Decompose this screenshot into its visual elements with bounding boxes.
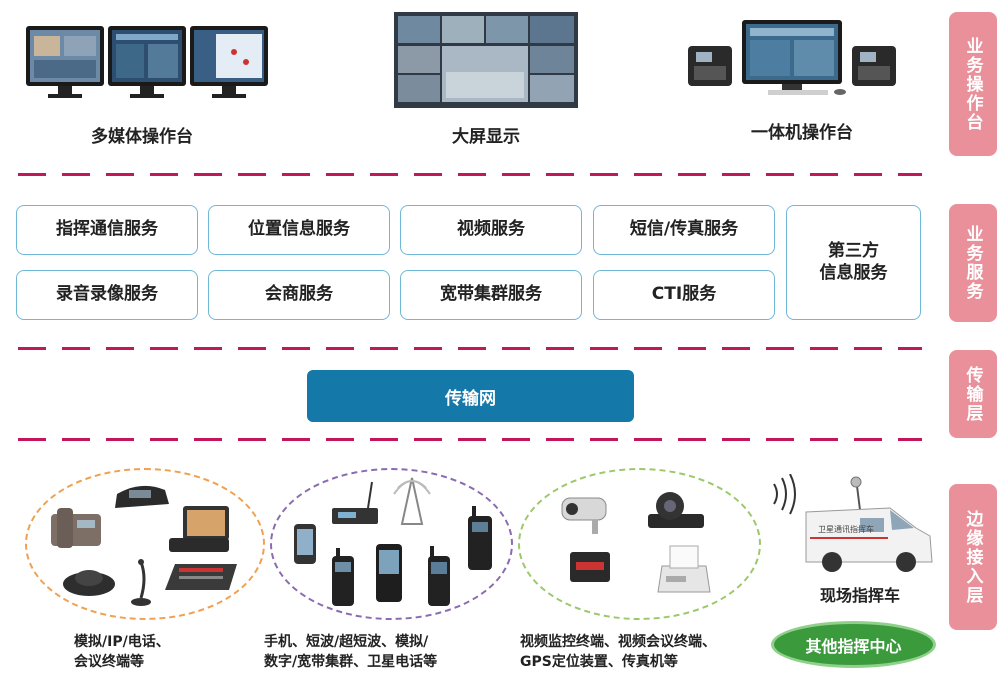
telephony-devices-image: [51, 485, 237, 606]
video-caption-line2: GPS定位装置、传真机等: [520, 654, 678, 671]
big-screen-label: 大屏显示: [452, 127, 520, 147]
multimedia-console-image: [26, 26, 268, 98]
radio-caption-line2: 数字/宽带集群、卫星电话等: [264, 654, 438, 671]
service-cti: CTI服务: [593, 270, 775, 320]
layer-tag-edge-access: 边缘接入层: [949, 484, 997, 630]
telephony-caption-line1: 模拟/IP/电话、: [74, 634, 170, 650]
radio-caption: 手机、短波/超短波、模拟/ 数字/宽带集群、卫星电话等: [264, 632, 437, 673]
video-caption-line1: 视频监控终端、视频会议终端、: [520, 634, 716, 650]
service-recording: 录音录像服务: [16, 270, 198, 320]
radio-devices-image: [294, 477, 492, 606]
ellipse-telephony: [25, 468, 265, 620]
layer-tag-transport: 传输层: [949, 350, 997, 438]
transport-network: 传输网: [307, 370, 634, 422]
service-location: 位置信息服务: [208, 205, 390, 255]
service-sms-fax: 短信/传真服务: [593, 205, 775, 255]
all-in-one-console-label: 一体机操作台: [751, 123, 853, 143]
ellipse-video: [518, 468, 761, 620]
service-video: 视频服务: [400, 205, 582, 255]
ellipse-radio: [270, 468, 513, 620]
multimedia-console-label: 多媒体操作台: [91, 127, 193, 147]
service-command-comm: 指挥通信服务: [16, 205, 198, 255]
video-caption: 视频监控终端、视频会议终端、 GPS定位装置、传真机等: [520, 632, 716, 673]
divider-2: [18, 347, 922, 350]
layer-tag-business-ops: 业务操作台: [949, 12, 997, 156]
video-devices-image: [561, 492, 711, 593]
divider-1: [18, 173, 922, 176]
other-command-center: 其他指挥中心: [771, 621, 936, 668]
vehicle-side-text: 卫星通讯指挥车: [818, 524, 874, 534]
service-broadband-trunking: 宽带集群服务: [400, 270, 582, 320]
all-in-one-console-image: [688, 20, 896, 95]
telephony-caption: 模拟/IP/电话、 会议终端等: [74, 632, 170, 673]
service-consultation: 会商服务: [208, 270, 390, 320]
video-wall-image: [394, 12, 578, 108]
layer-tag-business-services: 业务服务: [949, 204, 997, 322]
service-third-party-line1: 第三方: [828, 241, 879, 262]
radio-caption-line1: 手机、短波/超短波、模拟/: [264, 634, 429, 650]
vehicle-label: 现场指挥车: [819, 586, 900, 605]
command-vehicle-image: 卫星通讯指挥车: [773, 474, 933, 572]
service-third-party-line2: 信息服务: [819, 262, 888, 283]
service-third-party: 第三方 信息服务: [786, 205, 921, 320]
divider-3: [18, 438, 922, 441]
telephony-caption-line2: 会议终端等: [74, 654, 144, 671]
